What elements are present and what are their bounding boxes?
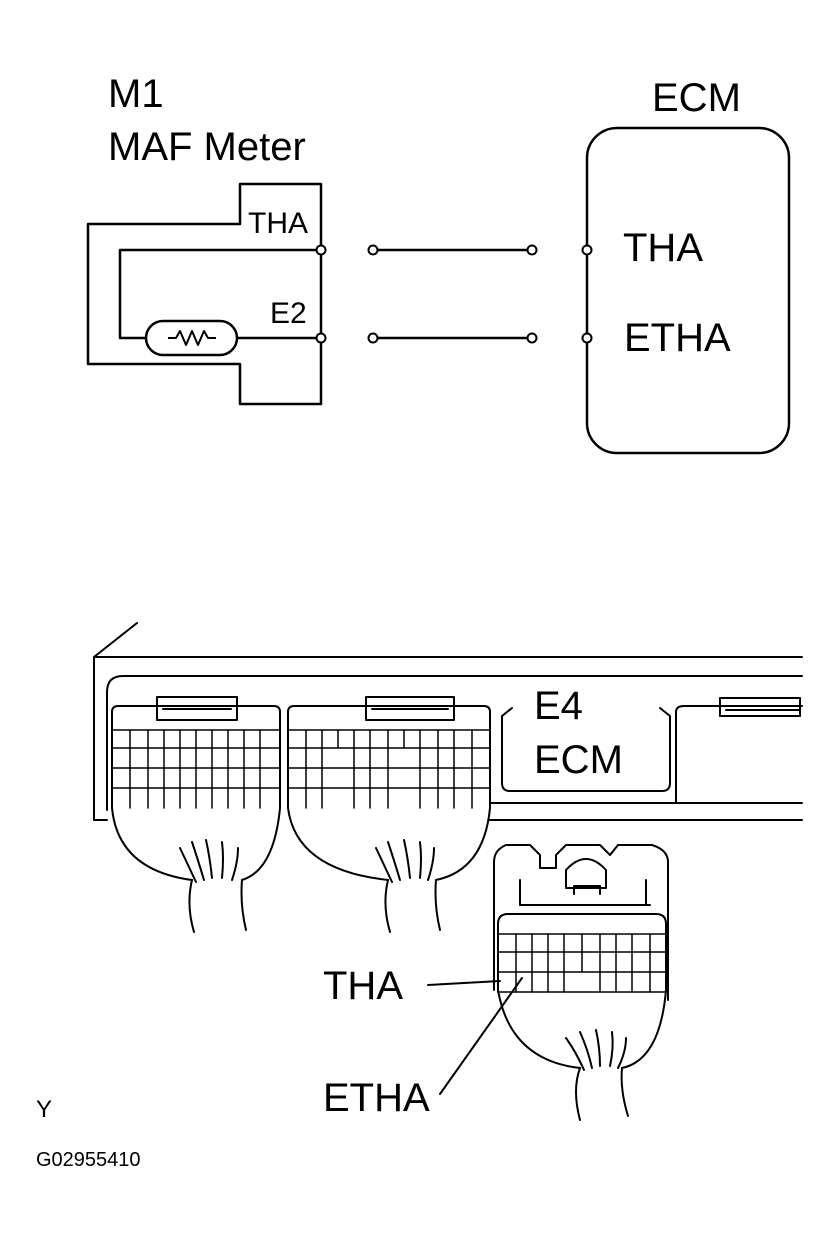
terminal-wire-right-etha <box>526 332 538 344</box>
maf-meter-body <box>86 182 323 406</box>
callout-leader-tha <box>427 980 501 986</box>
terminal-ecm-etha <box>581 332 593 344</box>
terminal-wire-right-tha <box>526 244 538 256</box>
figure-id: G02955410 <box>36 1149 141 1171</box>
e4-label-window <box>501 707 671 792</box>
connector-unit-label: ECM <box>534 738 623 782</box>
sensor-name: MAF Meter <box>108 125 306 169</box>
connector-code-label: E4 <box>534 684 583 728</box>
callout-tha-label: THA <box>323 964 403 1008</box>
terminal-sensor-e2 <box>315 332 327 344</box>
ecm-box <box>585 126 791 455</box>
resistor-zigzag <box>168 330 216 346</box>
sensor-pin-e2-label: E2 <box>270 297 307 330</box>
ecm-title: ECM <box>652 76 741 120</box>
right-partial-connector <box>675 697 803 804</box>
sensor-pin-tha-label: THA <box>248 207 308 240</box>
ecm-pin-etha-label: ETHA <box>624 316 731 360</box>
e4-connector-plug <box>493 844 669 1121</box>
ecm-unit-housing <box>93 622 803 821</box>
view-letter: Y <box>36 1096 53 1123</box>
terminal-sensor-tha <box>315 244 327 256</box>
ecm-connector-2 <box>287 696 491 933</box>
terminal-ecm-tha <box>581 244 593 256</box>
ecm-connector-1 <box>111 696 281 933</box>
thermistor-icon <box>144 319 239 357</box>
sensor-internal-wire <box>118 248 321 340</box>
callout-leader-etha <box>439 977 523 1095</box>
ecm-pin-tha-label: THA <box>623 226 703 270</box>
terminal-wire-left-tha <box>367 244 379 256</box>
callout-etha-label: ETHA <box>323 1076 430 1120</box>
sensor-code: M1 <box>108 72 164 116</box>
terminal-wire-left-etha <box>367 332 379 344</box>
